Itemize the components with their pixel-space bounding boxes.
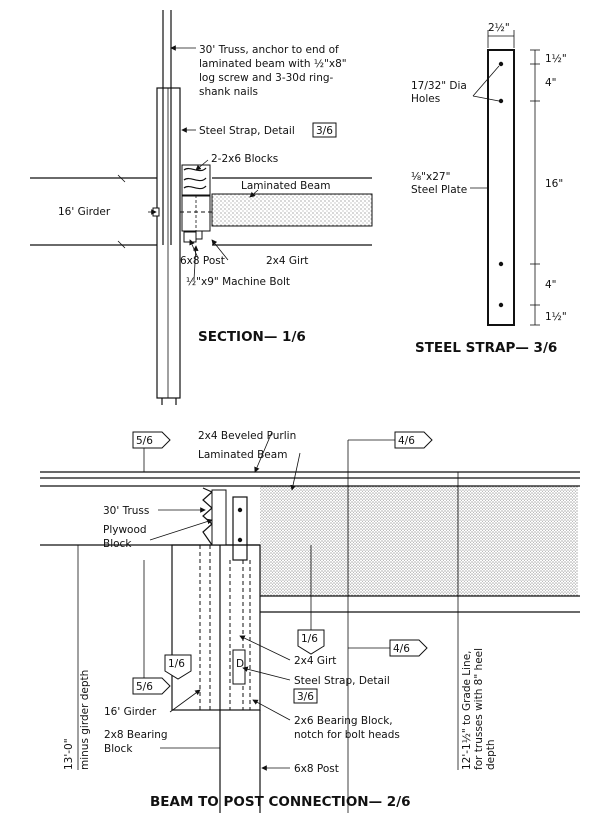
leader-bearing-2x6 xyxy=(252,699,291,721)
plywood-note-2: Block xyxy=(103,538,132,550)
hole-1 xyxy=(498,61,504,67)
plywood-block xyxy=(211,489,227,546)
dim-ticks xyxy=(530,49,540,326)
strap-title: STEEL STRAP— 3/6 xyxy=(415,340,557,356)
strap-note: Steel Strap, Detail xyxy=(199,125,295,137)
grade-label-3: depth xyxy=(485,739,497,770)
ref-marker-top-right xyxy=(347,431,433,813)
truss-note-4: shank nails xyxy=(199,86,258,98)
strap-ref: 3/6 xyxy=(297,691,314,703)
leader-lam-beam xyxy=(290,452,301,491)
strap-ref-box xyxy=(293,688,318,704)
truss-section xyxy=(202,487,214,546)
bearing2x6-note-1: 2x6 Bearing Block, xyxy=(294,715,393,727)
ref-marker-lower-left xyxy=(164,654,192,680)
dim-1: 1½" xyxy=(545,53,567,65)
leader-strap xyxy=(242,666,291,681)
leader-plywood xyxy=(149,518,213,541)
post-note: 6x8 Post xyxy=(180,255,225,267)
holes-label-1: 17/32" Dia xyxy=(411,80,467,92)
ref-5-6-b: 5/6 xyxy=(136,681,153,693)
dim-4: 4" xyxy=(545,279,557,291)
steel-strap xyxy=(232,496,248,561)
ref-marker-mid-right xyxy=(348,639,428,657)
plate-label-1: ⅛"x27" xyxy=(411,171,450,183)
steel-plate xyxy=(487,49,515,326)
laminated-beam xyxy=(211,193,373,227)
section-detail: 30' Truss, anchor to end of laminated be… xyxy=(30,10,373,405)
girder-note: 16' Girder xyxy=(58,206,111,218)
section-title: SECTION— 1/6 xyxy=(198,329,306,345)
plywood-note-1: Plywood xyxy=(103,524,147,536)
strap-mark: D xyxy=(236,658,244,670)
width-label: 2½" xyxy=(488,22,510,34)
ref-4-6-top: 4/6 xyxy=(398,435,415,447)
dim-2: 4" xyxy=(545,77,557,89)
blocks-note: 2-2x6 Blocks xyxy=(211,153,278,165)
height-label-2: minus girder depth xyxy=(79,670,91,770)
laminated-beam-body xyxy=(260,486,578,596)
dim-3: 16" xyxy=(545,178,563,190)
steel-strap-detail: 2½" 1½" 4" 16" 4" 1½" 17/32" Dia Holes ⅛… xyxy=(411,22,567,356)
block-zigzag xyxy=(183,167,207,190)
ref-marker-lower xyxy=(132,560,171,695)
lam-beam-note: Laminated Beam xyxy=(241,180,330,192)
height-label-1: 13'-0" xyxy=(63,738,75,770)
bolt-note: ½"x9" Machine Bolt xyxy=(186,276,290,288)
truss-note-2: laminated beam with ½"x8" xyxy=(199,58,347,70)
ref-1-6-b: 1/6 xyxy=(168,658,185,670)
bearing-note-1: 2x8 Bearing xyxy=(104,729,168,741)
leader-beam xyxy=(249,189,259,198)
bearing2x6-note-2: notch for bolt heads xyxy=(294,729,400,741)
strap-ref: 3/6 xyxy=(316,125,333,137)
ref-5-6-top: 5/6 xyxy=(136,435,153,447)
post-note: 6x8 Post xyxy=(294,763,339,775)
grade-label-2: for trusses with 8" heel xyxy=(473,648,485,770)
hole-2 xyxy=(498,98,504,104)
ref-marker-top-left xyxy=(132,431,171,472)
ref-marker-mid-left xyxy=(297,545,325,655)
strap-ref-box xyxy=(312,122,337,138)
leader-purlin xyxy=(254,431,273,473)
girder-note: 16' Girder xyxy=(104,706,157,718)
purlin-note: 2x4 Beveled Purlin xyxy=(198,430,296,442)
post-6x8 xyxy=(171,544,261,711)
leader-hole-2 xyxy=(472,95,500,102)
leader-bolt xyxy=(192,245,199,281)
hole-4 xyxy=(498,302,504,308)
leader-girt xyxy=(211,239,229,261)
plate-label-2: Steel Plate xyxy=(411,184,467,196)
girder-break xyxy=(117,174,126,249)
strap-note: Steel Strap, Detail xyxy=(294,675,390,687)
connection-title: BEAM TO POST CONNECTION— 2/6 xyxy=(150,794,411,810)
girt-note: 2x4 Girt xyxy=(294,655,336,667)
post-6x8 xyxy=(156,87,181,399)
girt-note: 2x4 Girt xyxy=(266,255,308,267)
leader-girder xyxy=(169,689,201,713)
ref-1-6-a: 1/6 xyxy=(301,633,318,645)
dim-5: 1½" xyxy=(545,311,567,323)
lam-beam-note: Laminated Beam xyxy=(198,449,287,461)
leader-girt xyxy=(239,635,291,661)
leader-blocks xyxy=(195,159,209,171)
truss-note-1: 30' Truss, anchor to end of xyxy=(199,44,339,56)
bearing-note-2: Block xyxy=(104,743,133,755)
strap-hole-1 xyxy=(237,507,243,513)
strap-hole-2 xyxy=(237,537,243,543)
truss-note: 30' Truss xyxy=(103,505,149,517)
hole-3 xyxy=(498,261,504,267)
connection-detail: 5/6 4/6 1/6 4/6 1/6 5/6 xyxy=(40,430,580,813)
ref-4-6-mid: 4/6 xyxy=(393,643,410,655)
grade-label-1: 12'-1½" to Grade Line, xyxy=(461,650,473,770)
holes-label-2: Holes xyxy=(411,93,440,105)
leader-hole-1 xyxy=(472,65,500,97)
truss-note-3: log screw and 3-30d ring- xyxy=(199,72,334,84)
